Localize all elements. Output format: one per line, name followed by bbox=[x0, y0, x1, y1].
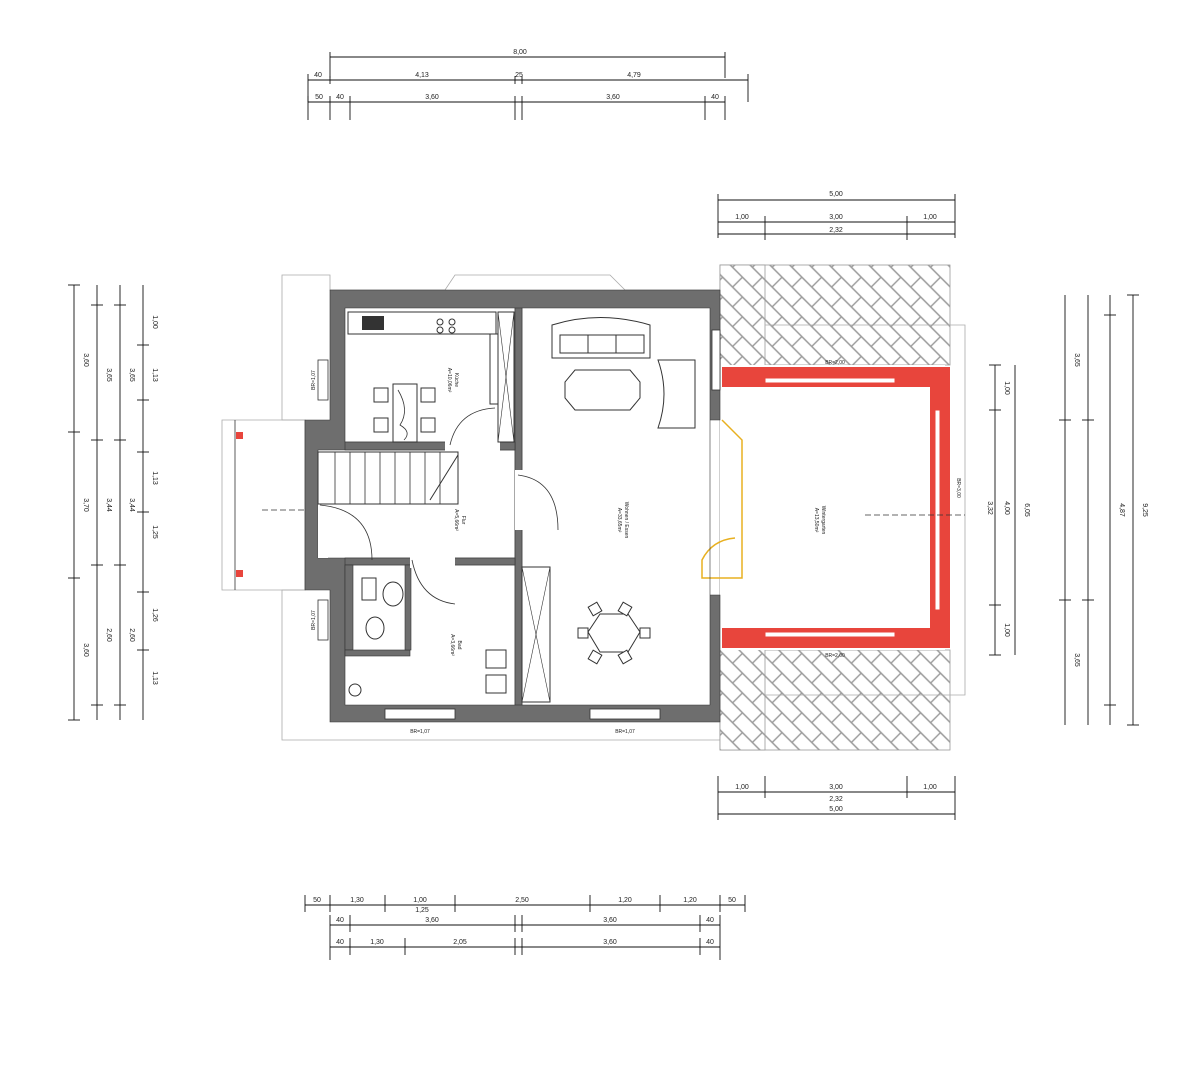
dim-bot-r1-5: 1,20 bbox=[683, 897, 697, 904]
room-kitchen-area: A=10,06m² bbox=[446, 368, 452, 393]
dim-bot-r1-0: 50 bbox=[313, 897, 321, 904]
dim-top-r2-3: 4,79 bbox=[627, 72, 641, 79]
dim-cons-top-p2: 1,00 bbox=[923, 214, 937, 221]
window-label-6: BR=3,00 bbox=[955, 478, 961, 498]
dim-left-i4: 1,26 bbox=[151, 608, 158, 622]
dim-bot-r2-4: 40 bbox=[706, 917, 714, 924]
dim-left-i3: 1,25 bbox=[151, 525, 158, 539]
dim-top-r2-2: 25 bbox=[515, 72, 523, 79]
right-dimensions: 9,25 4,87 3,65 3,65 1,00 4,00 1,00 6,05 … bbox=[986, 294, 1148, 726]
conservatory-bottom-dimensions: 1,00 3,00 1,00 2,32 5,00 bbox=[717, 776, 956, 820]
bottom-dimension-chain: 50 1,30 1,00 2,50 1,20 1,20 50 40 3,60 1… bbox=[304, 895, 746, 960]
window-label-2: BR=1,07 bbox=[311, 370, 317, 390]
conservatory-frame bbox=[722, 367, 950, 648]
top-dimension-chain: 8,00 40 4,13 25 4,79 50 40 3,60 3,60 40 bbox=[307, 49, 749, 120]
conservatory-terrace bbox=[719, 264, 966, 751]
room-hall-name: Flur bbox=[460, 516, 466, 525]
dim-bot-r3-1: 1,30 bbox=[370, 939, 384, 946]
dim-right-sub2: 3,32 bbox=[986, 501, 993, 515]
conservatory-door bbox=[701, 419, 743, 579]
dim-left-m2b: 2,60 bbox=[128, 628, 135, 642]
dim-bot-r3-4: 40 bbox=[706, 939, 714, 946]
bathroom-fixtures bbox=[348, 577, 507, 697]
doors bbox=[318, 407, 559, 605]
dim-left-m1: 3,44 bbox=[105, 498, 112, 512]
window-label-1: BR=1,07 bbox=[615, 729, 635, 735]
living-furniture bbox=[521, 317, 696, 703]
dim-right-p1: 3,65 bbox=[1073, 653, 1080, 667]
dim-bot-r2-2: 1,25 bbox=[415, 907, 429, 914]
window-label-0: BR=1,07 bbox=[410, 729, 430, 735]
window-label-3: BR=1,07 bbox=[311, 610, 317, 630]
dim-bot-r2-0: 40 bbox=[336, 917, 344, 924]
dim-top-r3-1: 40 bbox=[336, 94, 344, 101]
dim-right-i0: 1,00 bbox=[1003, 381, 1010, 395]
room-labels: Küche A=10,06m² Flur A=5,66m² Wohnen / E… bbox=[446, 368, 826, 657]
room-kitchen-name: Küche bbox=[453, 373, 459, 387]
dim-right-p0: 3,65 bbox=[1073, 353, 1080, 367]
dim-bot-r1-4: 1,20 bbox=[618, 897, 632, 904]
dim-cons-bot-p1: 3,00 bbox=[829, 784, 843, 791]
dim-bot-r3-2: 2,05 bbox=[453, 939, 467, 946]
dim-top-r3-4: 40 bbox=[711, 94, 719, 101]
dim-top-r3-3: 3,60 bbox=[606, 94, 620, 101]
dim-top-r3-0: 50 bbox=[315, 94, 323, 101]
dim-left-m1b: 3,44 bbox=[128, 498, 135, 512]
dim-cons-top-sub: 2,32 bbox=[829, 227, 843, 234]
dim-left-o1: 3,70 bbox=[82, 498, 89, 512]
window-label-5: BR=2,00 bbox=[825, 653, 845, 659]
room-conservatory-name: Wintergarten bbox=[820, 506, 826, 535]
room-living-area: A=33,65m² bbox=[616, 508, 622, 533]
dim-left-m0b: 3,65 bbox=[128, 368, 135, 382]
conservatory-top-dimensions: 5,00 1,00 3,00 1,00 2,32 bbox=[717, 191, 956, 240]
dim-cons-bot-p2: 1,00 bbox=[923, 784, 937, 791]
dim-top-r3-2: 3,60 bbox=[425, 94, 439, 101]
room-bath-area: A=3,66m² bbox=[449, 634, 455, 656]
left-dimensions: 3,60 3,70 3,60 3,65 3,44 2,60 3,65 3,44 … bbox=[68, 284, 158, 721]
kitchen-furniture bbox=[347, 311, 515, 443]
dim-bot-r2-3: 3,60 bbox=[603, 917, 617, 924]
dim-left-i2: 1,13 bbox=[151, 471, 158, 485]
room-bath-name: Bad bbox=[456, 641, 462, 650]
dim-top-r2-1: 4,13 bbox=[415, 72, 429, 79]
dim-cons-bot-p0: 1,00 bbox=[735, 784, 749, 791]
dim-left-i5: 1,13 bbox=[151, 671, 158, 685]
dim-bot-r1-1: 1,30 bbox=[350, 897, 364, 904]
room-hall-area: A=5,66m² bbox=[453, 509, 459, 531]
dim-left-o2: 3,60 bbox=[82, 643, 89, 657]
room-conservatory-area: A=13,50m² bbox=[813, 508, 819, 533]
dim-cons-bot-total: 5,00 bbox=[829, 806, 843, 813]
room-living-name: Wohnen / Essen bbox=[623, 502, 629, 539]
dim-left-o0: 3,60 bbox=[82, 353, 89, 367]
dim-bot-r1-6: 50 bbox=[728, 897, 736, 904]
dim-bot-r3-3: 3,60 bbox=[603, 939, 617, 946]
dim-bot-r3-0: 40 bbox=[336, 939, 344, 946]
dim-top-total: 8,00 bbox=[513, 49, 527, 56]
dim-cons-top-p1: 3,00 bbox=[829, 214, 843, 221]
dim-left-i0: 1,00 bbox=[151, 315, 158, 329]
dim-top-r2-0: 40 bbox=[314, 72, 322, 79]
dim-bot-r1-3: 2,50 bbox=[515, 897, 529, 904]
staircase bbox=[317, 451, 459, 505]
dim-right-i1: 4,00 bbox=[1003, 501, 1010, 515]
dim-cons-bot-sub: 2,32 bbox=[829, 796, 843, 803]
dim-cons-top-p0: 1,00 bbox=[735, 214, 749, 221]
windows: BR=1,07 BR=1,07 BR=1,07 BR=1,07 BR=2,00 … bbox=[311, 329, 961, 735]
dim-right-sub: 4,87 bbox=[1118, 503, 1125, 517]
dim-cons-top-total: 5,00 bbox=[829, 191, 843, 198]
dim-bot-r1-2: 1,00 bbox=[413, 897, 427, 904]
dim-right-total: 9,25 bbox=[1141, 503, 1148, 517]
dim-left-m2: 2,60 bbox=[105, 628, 112, 642]
dim-left-i1: 1,13 bbox=[151, 368, 158, 382]
window-label-4: BR=2,00 bbox=[825, 360, 845, 366]
dim-bot-r2-1: 3,60 bbox=[425, 917, 439, 924]
dim-left-m0: 3,65 bbox=[105, 368, 112, 382]
dim-right-total2: 6,05 bbox=[1023, 503, 1030, 517]
dim-right-i2: 1,00 bbox=[1003, 623, 1010, 637]
